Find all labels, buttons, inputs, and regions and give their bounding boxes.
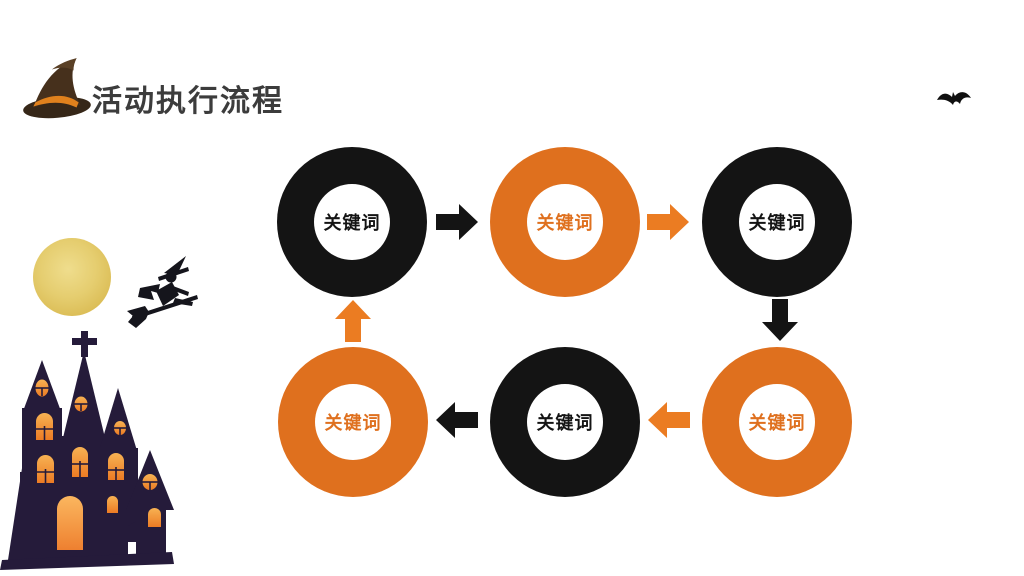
page-title: 活动执行流程 <box>92 85 284 118</box>
flow-node-5: 关键词 <box>490 347 640 497</box>
arrow-up-icon <box>335 300 371 342</box>
flow-node-label: 关键词 <box>315 384 391 460</box>
moon-icon <box>33 238 111 316</box>
arrow-right-icon <box>436 204 478 240</box>
witch-on-broom-icon <box>127 256 198 328</box>
arrow-right-icon <box>647 204 689 240</box>
flow-node-4: 关键词 <box>702 347 852 497</box>
witch-hat-icon <box>23 58 91 119</box>
arrow-down-icon <box>762 299 798 341</box>
flow-node-6: 关键词 <box>278 347 428 497</box>
flow-node-label: 关键词 <box>739 384 815 460</box>
flow-node-label: 关键词 <box>314 184 390 260</box>
arrow-left-icon <box>648 402 690 438</box>
flow-node-label: 关键词 <box>527 384 603 460</box>
flow-node-3: 关键词 <box>702 147 852 297</box>
flow-node-1: 关键词 <box>277 147 427 297</box>
flow-node-2: 关键词 <box>490 147 640 297</box>
flow-node-label: 关键词 <box>527 184 603 260</box>
haunted-castle-icon <box>0 331 174 570</box>
flow-node-label: 关键词 <box>739 184 815 260</box>
arrow-left-icon <box>436 402 478 438</box>
bat-icon <box>937 92 971 105</box>
